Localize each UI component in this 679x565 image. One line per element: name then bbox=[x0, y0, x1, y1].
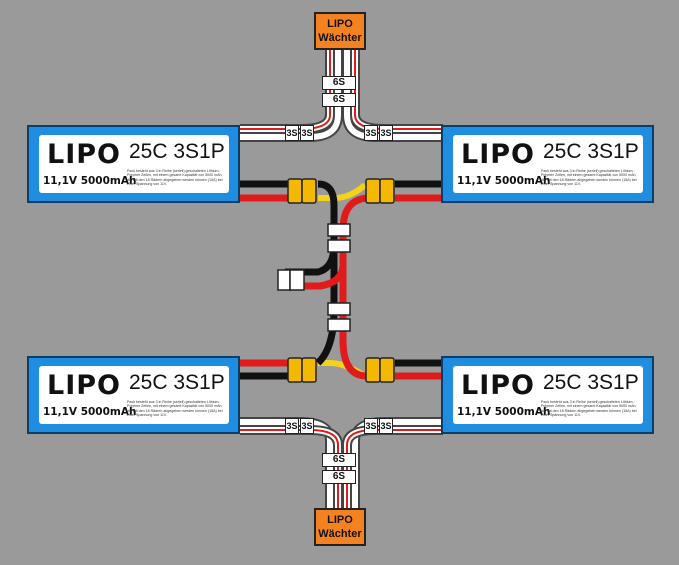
balancer-plug-3s: 3S bbox=[364, 125, 378, 141]
balancer-plug-6s: 6S bbox=[322, 93, 356, 107]
xt-connectors bbox=[287, 178, 395, 383]
balancer-plug-3s: 3S bbox=[300, 418, 314, 434]
battery-label: LIPO 25C 3S1P 11,1V 5000mAh Pack besteht… bbox=[453, 135, 643, 193]
balancer-plug-3s: 3S bbox=[379, 418, 393, 434]
battery-brand: LIPO bbox=[461, 139, 535, 170]
battery-bottom-left: LIPO 25C 3S1P 11,1V 5000mAh Pack besteht… bbox=[27, 356, 240, 434]
battery-description: Pack besteht aus 3 in Reihe (seriell) ge… bbox=[127, 400, 223, 418]
battery-description: Pack besteht aus 3 in Reihe (seriell) ge… bbox=[541, 169, 637, 187]
battery-label: LIPO 25C 3S1P 11,1V 5000mAh Pack besteht… bbox=[39, 135, 229, 193]
battery-top-right: LIPO 25C 3S1P 11,1V 5000mAh Pack besteht… bbox=[441, 125, 654, 203]
bottom-balancer-wires bbox=[240, 417, 443, 515]
battery-brand: LIPO bbox=[47, 139, 121, 170]
balancer-plug-3s: 3S bbox=[379, 125, 393, 141]
balancer-plug-6s: 6S bbox=[322, 470, 356, 484]
guard-line-2: Wächter bbox=[318, 528, 362, 540]
balancer-plug-3s: 3S bbox=[300, 125, 314, 141]
balancer-plug-6s: 6S bbox=[322, 453, 356, 467]
battery-spec: 25C 3S1P bbox=[543, 371, 639, 394]
balancer-plug-3s: 3S bbox=[364, 418, 378, 434]
battery-spec: 25C 3S1P bbox=[543, 140, 639, 163]
battery-voltage: 11,1V 5000mAh bbox=[43, 175, 137, 187]
battery-spec: 25C 3S1P bbox=[129, 140, 225, 163]
battery-spec: 25C 3S1P bbox=[129, 371, 225, 394]
battery-top-left: LIPO 25C 3S1P 11,1V 5000mAh Pack besteht… bbox=[27, 125, 240, 203]
battery-description: Pack besteht aus 3 in Reihe (seriell) ge… bbox=[127, 169, 223, 187]
battery-voltage: 11,1V 5000mAh bbox=[457, 406, 551, 418]
battery-label: LIPO 25C 3S1P 11,1V 5000mAh Pack besteht… bbox=[453, 366, 643, 424]
power-wires bbox=[240, 180, 443, 380]
battery-voltage: 11,1V 5000mAh bbox=[457, 175, 551, 187]
battery-label: LIPO 25C 3S1P 11,1V 5000mAh Pack besteht… bbox=[39, 366, 229, 424]
balancer-plug-3s: 3S bbox=[285, 418, 299, 434]
battery-brand: LIPO bbox=[47, 370, 121, 401]
guard-line-1: LIPO bbox=[327, 514, 353, 526]
battery-description: Pack besteht aus 3 in Reihe (seriell) ge… bbox=[541, 400, 637, 418]
balancer-plug-3s: 3S bbox=[285, 125, 299, 141]
battery-brand: LIPO bbox=[461, 370, 535, 401]
battery-voltage: 11,1V 5000mAh bbox=[43, 406, 137, 418]
balancer-plug-6s: 6S bbox=[322, 76, 356, 90]
guard-line-2: Wächter bbox=[318, 32, 362, 44]
lipo-guard-bottom: LIPO Wächter bbox=[314, 508, 366, 546]
lipo-guard-top: LIPO Wächter bbox=[314, 12, 366, 50]
guard-line-1: LIPO bbox=[327, 18, 353, 30]
inline-connectors bbox=[277, 223, 351, 332]
battery-bottom-right: LIPO 25C 3S1P 11,1V 5000mAh Pack besteht… bbox=[441, 356, 654, 434]
